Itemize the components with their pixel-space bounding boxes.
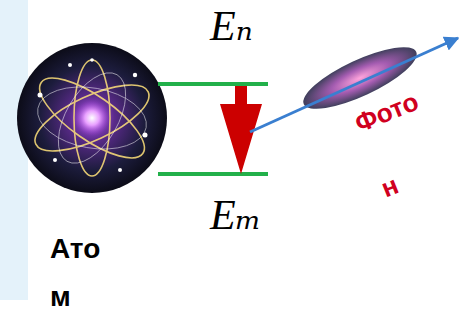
energy-level [158,172,268,176]
energy-label: Eₘ [210,192,261,238]
energy-label: Eₙ [210,3,253,49]
energy-level [158,82,268,86]
atom-picture [17,43,167,193]
background-band [0,0,28,300]
atom-label: Атом [50,225,112,321]
photon-label: Фотон [343,62,470,222]
